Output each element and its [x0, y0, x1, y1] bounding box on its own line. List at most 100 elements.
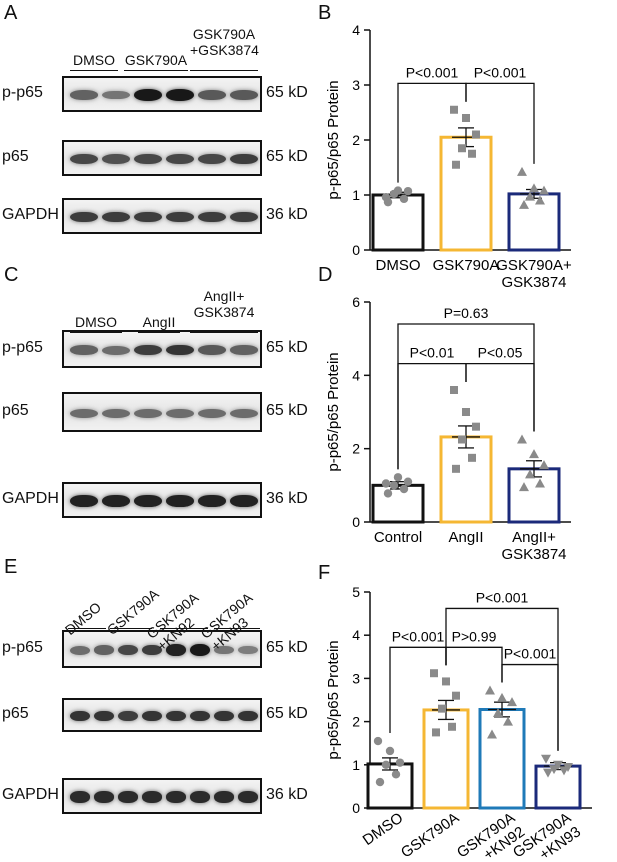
- data-point: [383, 489, 393, 498]
- blot-image: [62, 778, 262, 814]
- data-point: [539, 460, 549, 470]
- data-point: [430, 669, 438, 678]
- blot-band: [230, 90, 258, 100]
- blot-band: [118, 644, 138, 656]
- data-point: [381, 479, 391, 488]
- data-point: [549, 765, 559, 775]
- x-tick-label: Control: [374, 529, 422, 546]
- blot-band: [214, 645, 234, 655]
- data-point: [535, 478, 545, 488]
- blot-band: [198, 408, 226, 418]
- blot-band: [230, 211, 258, 223]
- molecular-weight-label: 65 kD: [266, 148, 308, 165]
- data-point: [458, 144, 466, 153]
- blot-image: [62, 392, 262, 432]
- blot-group-underline: [70, 332, 122, 333]
- x-tick-label: GSK790A: [398, 809, 462, 861]
- blot-row-label: GAPDH: [2, 490, 59, 507]
- significance-bracket: [445, 607, 559, 751]
- x-tick-label: AngII+GSK3874: [501, 529, 566, 563]
- blot-band: [214, 710, 234, 722]
- x-tick-label: DMSO: [360, 809, 407, 849]
- x-tick-label: GSK790A: [433, 257, 500, 274]
- data-point: [403, 477, 413, 486]
- data-point: [541, 754, 551, 764]
- panel-letter-c: C: [4, 264, 19, 286]
- data-point: [458, 435, 466, 444]
- blot-band: [166, 710, 186, 722]
- blot-row-label: p65: [2, 705, 29, 722]
- blot-group-label: GSK790A: [124, 52, 188, 68]
- blot-band: [190, 791, 210, 803]
- y-tick-label: 6: [352, 294, 360, 310]
- blot-band: [94, 791, 114, 803]
- data-point: [525, 469, 535, 479]
- blot-group-underline: [190, 332, 258, 333]
- data-point: [452, 691, 460, 700]
- blot-band: [166, 644, 186, 656]
- data-point: [450, 105, 458, 114]
- y-tick-label: 1: [352, 187, 360, 203]
- data-point: [493, 707, 503, 717]
- blot-band: [134, 495, 162, 507]
- panel-letter-a: A: [4, 2, 18, 24]
- blot-group-underline: [190, 70, 258, 71]
- bar: [371, 193, 425, 252]
- blot-image: [62, 76, 262, 112]
- panel-letter-f: F: [318, 562, 331, 584]
- data-point: [539, 185, 549, 195]
- blot-band: [70, 710, 90, 722]
- blot-image: [62, 482, 262, 518]
- p-value-label: P<0.01: [410, 345, 455, 361]
- blot-group-underline: [124, 70, 188, 71]
- molecular-weight-label: 36 kD: [266, 490, 308, 507]
- data-point: [393, 186, 403, 195]
- blot-band: [118, 791, 138, 803]
- x-tick-label: AngII: [448, 529, 483, 546]
- data-point: [543, 768, 553, 778]
- data-point: [393, 473, 403, 482]
- blot-band: [102, 154, 130, 164]
- blot-group-underline: [160, 628, 208, 629]
- blot-band: [102, 211, 130, 223]
- significance-bracket: [465, 82, 535, 164]
- blot-band: [198, 153, 226, 165]
- blot-row-label: p-p65: [2, 339, 43, 356]
- blot-band: [102, 408, 130, 418]
- data-point: [462, 408, 470, 416]
- blot-band: [166, 791, 186, 803]
- panel-letter-e: E: [4, 556, 18, 578]
- data-point: [438, 704, 446, 713]
- p-value-label: P>0.99: [452, 628, 497, 644]
- data-point: [395, 758, 405, 767]
- blot-group-label: AngII+ GSK3874: [193, 288, 255, 320]
- blot-band: [134, 153, 162, 165]
- data-point: [381, 760, 391, 769]
- blot-band: [102, 345, 130, 355]
- y-tick-label: 2: [352, 441, 360, 457]
- data-point: [375, 777, 385, 787]
- blot-band: [134, 344, 162, 356]
- significance-bracket: [465, 362, 535, 432]
- blot-band: [70, 495, 98, 507]
- data-point: [468, 149, 476, 158]
- y-tick-label: 5: [352, 584, 360, 600]
- bar: [478, 708, 526, 810]
- blot-band: [230, 408, 258, 418]
- blot-band: [166, 153, 194, 165]
- data-point: [399, 484, 409, 494]
- data-point: [468, 453, 476, 462]
- blot-band: [230, 153, 258, 165]
- blot-band: [190, 644, 210, 656]
- data-point: [462, 114, 470, 122]
- blot-band: [166, 211, 194, 223]
- blot-image: [62, 630, 262, 668]
- panel-letter-b: B: [318, 2, 332, 24]
- y-tick-label: 3: [352, 77, 360, 93]
- blot-row-label: p-p65: [2, 639, 43, 656]
- blot-band: [166, 408, 194, 418]
- bar: [439, 135, 493, 252]
- data-point: [472, 422, 480, 431]
